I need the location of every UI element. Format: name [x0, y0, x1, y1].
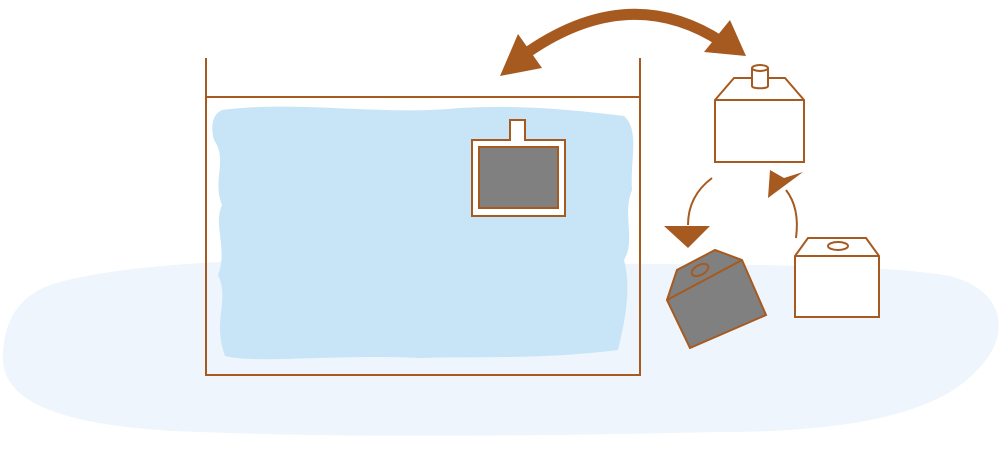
water-body: [212, 106, 634, 360]
double-arrow-shaft: [522, 8, 728, 58]
arrow-up: [768, 170, 803, 239]
double-arrow-right-head: [704, 20, 746, 56]
arrow-down-shaft: [687, 177, 713, 226]
box-top-spout-rim: [751, 64, 769, 72]
box-top-body: [714, 77, 805, 163]
double-arrow: [500, 8, 746, 76]
box-top: [714, 64, 805, 163]
arrow-up-head: [768, 170, 803, 198]
tank-wall: [205, 58, 641, 376]
box-right-hole: [827, 241, 849, 251]
arrow-down-head: [664, 226, 710, 248]
box-tilted-face-line: [666, 259, 743, 301]
box-tilted: [665, 248, 768, 350]
arrow-down: [664, 177, 713, 248]
box-tilted-hole: [690, 262, 710, 278]
submerged-box-content: [478, 146, 559, 209]
box-right: [794, 237, 880, 318]
submerged-box: [471, 119, 566, 217]
arrow-up-shaft: [785, 189, 798, 239]
double-arrow-left-head: [500, 34, 542, 76]
box-top-spout: [751, 68, 769, 90]
tank: [205, 58, 641, 376]
